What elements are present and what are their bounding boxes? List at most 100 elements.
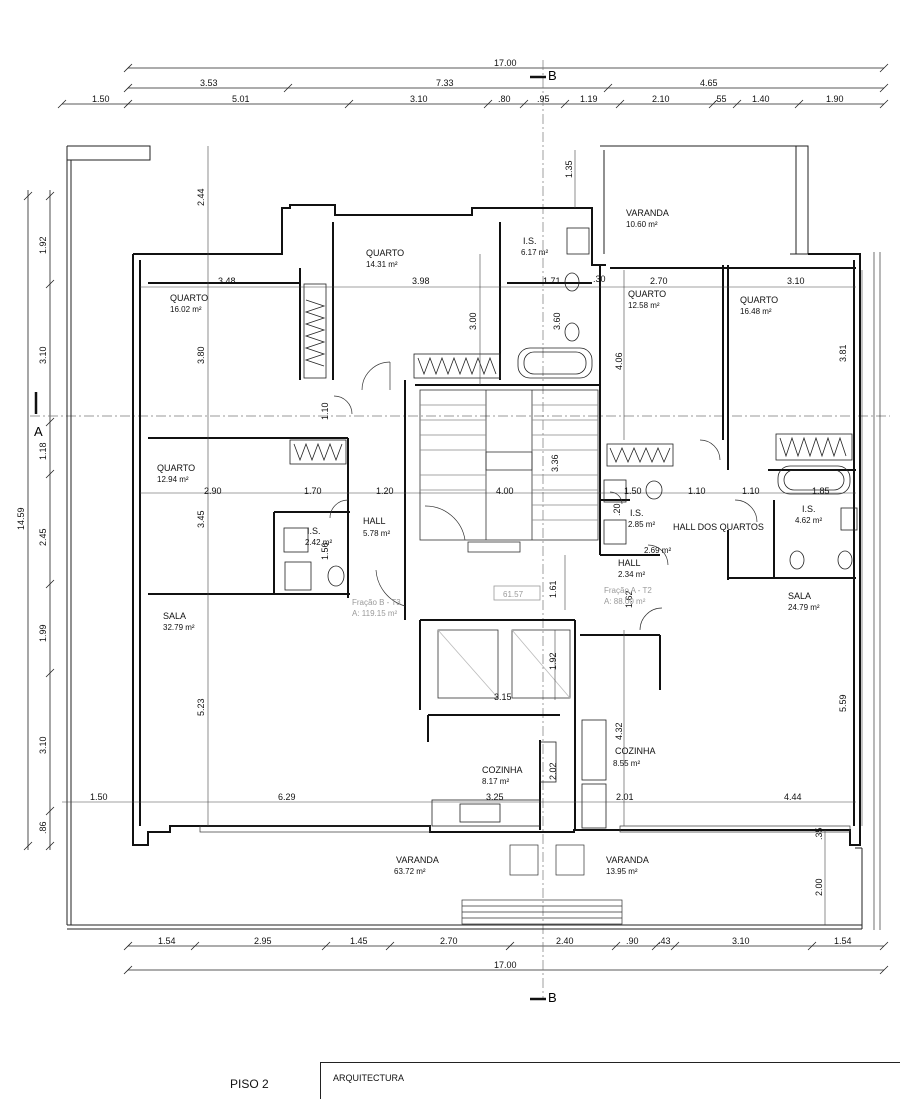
dim-top2: 5.01: [232, 94, 250, 104]
dim-bottom: 3.10: [732, 936, 750, 946]
dim-top1: 4.65: [700, 78, 718, 88]
dim-bottom: .43: [658, 936, 671, 946]
svg-text:1.20: 1.20: [376, 486, 394, 496]
svg-text:4.00: 4.00: [496, 486, 514, 496]
room-name: COZINHA: [615, 746, 656, 756]
room-area: 6.17 m²: [521, 248, 548, 257]
interior-dimension-lines: [62, 146, 863, 925]
svg-text:1.50: 1.50: [90, 792, 108, 802]
svg-text:1.10: 1.10: [320, 402, 330, 420]
dim-top2: 1.40: [752, 94, 770, 104]
sanitary-fixtures: [283, 227, 858, 829]
dim-left: 1.99: [38, 624, 48, 642]
room-area: 2.34 m²: [618, 570, 645, 579]
room-name: QUARTO: [157, 463, 195, 473]
dim-top1: 7.33: [436, 78, 454, 88]
svg-text:1.35: 1.35: [564, 160, 574, 178]
dim-top2: 1.50: [92, 94, 110, 104]
svg-text:1.85: 1.85: [812, 486, 830, 496]
discipline-label: ARQUITECTURA: [333, 1073, 405, 1083]
room-name: I.S.: [307, 526, 321, 536]
svg-text:3.15: 3.15: [494, 692, 512, 702]
room-name: HALL: [618, 558, 641, 568]
room-name: HALL: [363, 516, 386, 526]
dim-left: 2.45: [38, 528, 48, 546]
room-name: VARANDA: [606, 855, 649, 865]
section-mark-b-top: B: [548, 68, 557, 83]
section-axes: [30, 60, 890, 1000]
dim-bottom: 2.40: [556, 936, 574, 946]
room-name: SALA: [163, 611, 186, 621]
room-labels: VARANDA 10.60 m² QUARTO 14.31 m² I.S. 6.…: [157, 208, 822, 876]
room-area: 14.31 m²: [366, 260, 398, 269]
dim-overall-top: 17.00: [494, 58, 517, 68]
interior-dims: 2.44 1.35 3.48 3.98 1.71 .30 2.70 3.10 3…: [90, 160, 848, 896]
room-name: VARANDA: [396, 855, 439, 865]
room-area: 13.95 m²: [606, 867, 638, 876]
dim-left: 1.92: [38, 236, 48, 254]
svg-text:2.70: 2.70: [650, 276, 668, 286]
room-area: 2.85 m²: [628, 520, 655, 529]
room-area: 8.55 m²: [613, 759, 640, 768]
svg-text:2.00: 2.00: [814, 878, 824, 896]
dim-bottom: 1.54: [834, 936, 852, 946]
dim-bottom: 1.45: [350, 936, 368, 946]
dim-bottom: .90: [626, 936, 639, 946]
svg-text:3.48: 3.48: [218, 276, 236, 286]
floor-title: PISO 2: [230, 1077, 269, 1091]
svg-text:1.62: 1.62: [624, 590, 634, 608]
dim-left: .86: [38, 821, 48, 834]
room-name: SALA: [788, 591, 811, 601]
title-block: ARQUITECTURA: [320, 1062, 900, 1099]
dim-overall-left: 14.59: [16, 507, 26, 530]
dim-left: 3.10: [38, 346, 48, 364]
dim-left: 3.10: [38, 736, 48, 754]
room-area: 12.58 m²: [628, 301, 660, 310]
svg-text:1.71: 1.71: [543, 276, 561, 286]
dim-top2: 3.10: [410, 94, 428, 104]
section-markers: [34, 75, 546, 1001]
section-mark-b-bottom: B: [548, 990, 557, 1005]
svg-text:3.81: 3.81: [838, 344, 848, 362]
fraction-labels: Fração B - T3 A: 119.15 m² Fração A - T2…: [352, 586, 652, 618]
svg-text:3.10: 3.10: [787, 276, 805, 286]
svg-text:5.59: 5.59: [838, 694, 848, 712]
stair-core: [419, 389, 599, 699]
doors: [329, 361, 758, 631]
fraction-area: A: 88.00 m²: [604, 597, 646, 606]
room-area: 32.79 m²: [163, 623, 195, 632]
outer-slab: [66, 145, 863, 930]
svg-text:2.90: 2.90: [204, 486, 222, 496]
svg-text:4.06: 4.06: [614, 352, 624, 370]
svg-text:1.10: 1.10: [742, 486, 760, 496]
svg-text:3.60: 3.60: [552, 312, 562, 330]
svg-text:2.01: 2.01: [616, 792, 634, 802]
svg-text:1.92: 1.92: [548, 652, 558, 670]
dim-top2: 1.19: [580, 94, 598, 104]
dim-top2: 2.10: [652, 94, 670, 104]
svg-text:3.25: 3.25: [486, 792, 504, 802]
room-name: HALL DOS QUARTOS: [673, 522, 764, 532]
fraction-area: A: 119.15 m²: [352, 609, 398, 618]
room-area: 8.17 m²: [482, 777, 509, 786]
room-name: QUARTO: [366, 248, 404, 258]
dim-bottom: 2.70: [440, 936, 458, 946]
dim-top1: 3.53: [200, 78, 218, 88]
svg-text:1.70: 1.70: [304, 486, 322, 496]
svg-text:1.61: 1.61: [548, 580, 558, 598]
svg-text:3.80: 3.80: [196, 346, 206, 364]
room-area: 24.79 m²: [788, 603, 820, 612]
svg-text:2.44: 2.44: [196, 188, 206, 206]
svg-text:3.98: 3.98: [412, 276, 430, 286]
room-area: 16.02 m²: [170, 305, 202, 314]
room-name: QUARTO: [170, 293, 208, 303]
room-name: QUARTO: [740, 295, 778, 305]
svg-text:4.44: 4.44: [784, 792, 802, 802]
wardrobes: [289, 283, 853, 467]
room-area: 63.72 m²: [394, 867, 426, 876]
svg-text:1.10: 1.10: [688, 486, 706, 496]
dim-overall-bottom: 17.00: [494, 960, 517, 970]
room-area: 2.42 m²: [305, 538, 332, 547]
dim-top2: 1.90: [826, 94, 844, 104]
room-area: 12.94 m²: [157, 475, 189, 484]
